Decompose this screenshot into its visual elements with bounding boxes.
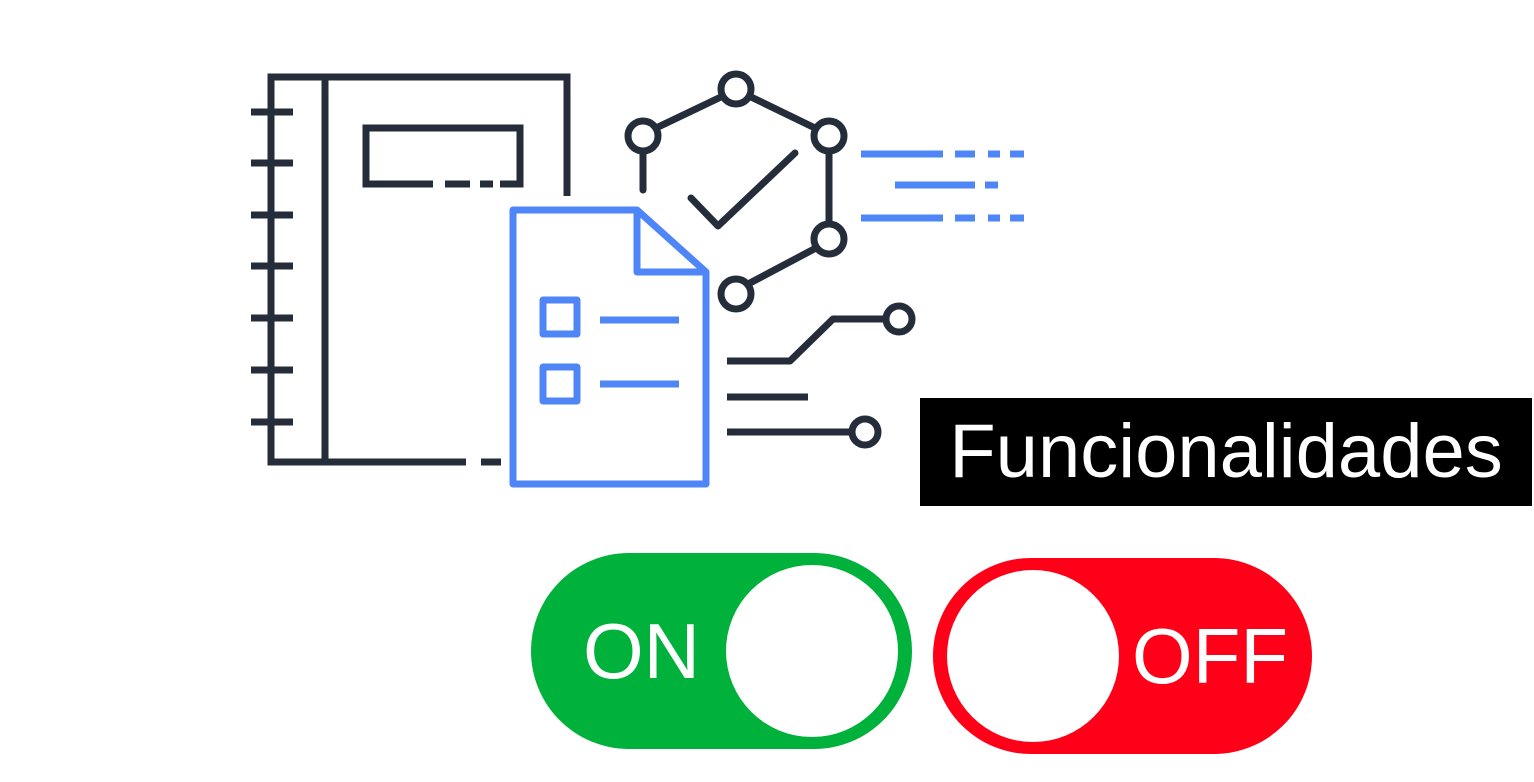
on-toggle-label: ON [583, 607, 700, 695]
off-toggle-label: OFF [1132, 612, 1288, 700]
blue-speed-lines-icon [861, 150, 1024, 222]
page-title: Funcionalidades [949, 409, 1503, 494]
circuit-lines-icon [727, 302, 916, 449]
document-checklist-icon [509, 206, 710, 488]
off-toggle-knob[interactable] [947, 570, 1119, 742]
hexagon-checkmark-icon [624, 70, 848, 313]
on-toggle-switch[interactable]: ON [531, 553, 912, 749]
notebook-icon [251, 73, 571, 466]
title-banner: Funcionalidades [920, 398, 1532, 506]
off-toggle-switch[interactable]: OFF [933, 558, 1312, 754]
on-toggle-knob[interactable] [726, 565, 898, 737]
